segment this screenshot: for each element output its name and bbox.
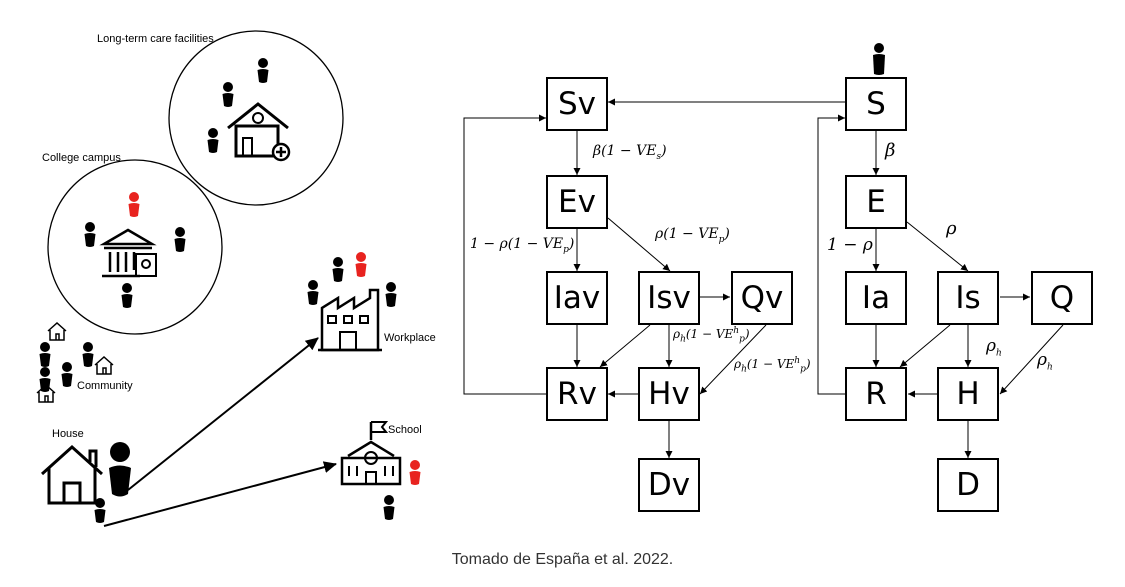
box-r: R — [845, 367, 907, 421]
box-isv: Isv — [638, 271, 700, 325]
ltc-label: Long-term care facilities — [97, 33, 214, 45]
rate-e-ia: 1 − ρ — [827, 235, 873, 255]
box-qv: Qv — [731, 271, 793, 325]
workplace-label: Workplace — [384, 332, 436, 344]
school-people-icon — [383, 460, 421, 520]
house-people-icon — [94, 442, 131, 523]
rate-isv-hv: ρh(1 − VEhp) — [673, 326, 750, 345]
box-ev: Ev — [546, 175, 608, 229]
box-sv: Sv — [546, 77, 608, 131]
susceptible-person-icon — [873, 43, 885, 75]
community-label: Community — [77, 380, 133, 392]
vaccinated-arrows — [463, 98, 845, 458]
rate-is-h: ρh — [986, 336, 1002, 359]
care-home-icon — [227, 102, 291, 162]
community-icon — [36, 321, 114, 403]
house-icon — [40, 444, 104, 505]
box-ia: Ia — [845, 271, 907, 325]
box-is: Is — [937, 271, 999, 325]
box-rv: Rv — [546, 367, 608, 421]
school-icon — [340, 421, 402, 486]
factory-icon — [318, 288, 382, 352]
rate-q-h: ρh — [1037, 350, 1053, 373]
rate-sv-ev: β(1 − VEs) — [593, 143, 667, 162]
college-label: College campus — [42, 152, 121, 164]
box-h: H — [937, 367, 999, 421]
box-dv: Dv — [638, 458, 700, 512]
house-to-workplace-arrow — [127, 337, 319, 491]
house-label: House — [52, 428, 84, 440]
college-people-icon — [84, 192, 186, 308]
box-s: S — [845, 77, 907, 131]
unvaccinated-arrows — [817, 114, 1064, 458]
ltc-circle — [168, 30, 344, 206]
rate-s-e: β — [885, 140, 896, 161]
box-d: D — [937, 458, 999, 512]
rate-qv-hv: ρh(1 − VEhp) — [734, 356, 811, 375]
school-label: School — [388, 424, 422, 436]
rate-e-is: ρ — [946, 218, 957, 239]
rate-ev-isv: ρ(1 − VEp) — [655, 226, 730, 245]
college-circle — [47, 159, 223, 335]
rate-ev-iav: 1 − ρ(1 − VEp) — [470, 236, 575, 255]
box-q: Q — [1031, 271, 1093, 325]
university-building-icon — [99, 228, 157, 278]
box-iav: Iav — [546, 271, 608, 325]
box-e: E — [845, 175, 907, 229]
box-hv: Hv — [638, 367, 700, 421]
figure-caption: Tomado de España et al. 2022. — [451, 551, 674, 568]
house-to-school-arrow — [103, 461, 337, 527]
